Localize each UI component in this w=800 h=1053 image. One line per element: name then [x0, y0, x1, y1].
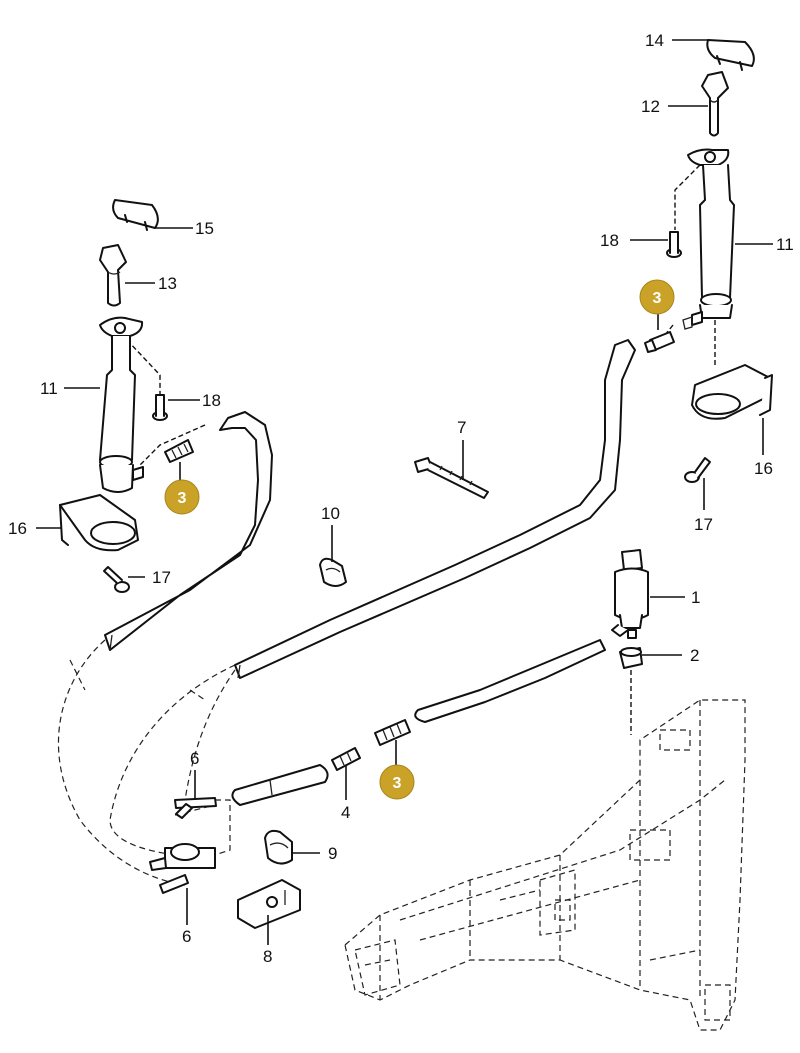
connector-3-left [164, 439, 194, 463]
hose-clip-10 [319, 557, 347, 587]
callout-11-right: 11 [776, 235, 794, 254]
callout-12: 12 [641, 97, 660, 116]
screw-left-17 [103, 566, 130, 593]
callout-17-right: 17 [694, 515, 713, 534]
callout-labels: 14 12 15 13 18 11 11 18 7 16 16 17 17 10… [8, 31, 794, 966]
callout-10: 10 [321, 504, 340, 523]
washer-reservoir-outline [344, 699, 746, 1031]
leader-lines [36, 39, 773, 945]
nozzle-cover-left [112, 199, 159, 231]
pump-grommet [619, 647, 643, 669]
washer-cylinder-right [682, 148, 735, 330]
hose-clip-9 [264, 829, 293, 865]
callout-18-left: 18 [202, 391, 221, 410]
callout-16-right: 16 [754, 459, 773, 478]
callout-8: 8 [263, 947, 272, 966]
badge-3-left: 3 [164, 462, 200, 515]
callout-11-left: 11 [40, 379, 58, 398]
washer-pump [611, 549, 649, 639]
cable-tie [414, 457, 489, 499]
hose-left-loop [104, 411, 273, 651]
callout-1: 1 [691, 588, 700, 607]
callout-2: 2 [690, 646, 699, 665]
badge-3-right: 3 [639, 279, 675, 330]
hose-routing-lines [57, 164, 716, 886]
check-valve [149, 843, 216, 894]
connector-4 [331, 747, 361, 771]
washer-cylinder-left [99, 316, 144, 493]
callout-16-left: 16 [8, 519, 27, 538]
badge-3-left-label: 3 [178, 490, 187, 507]
t-piece-upper [174, 797, 217, 819]
callout-6-top: 6 [190, 749, 199, 768]
callout-18-right: 18 [600, 231, 619, 250]
nozzle-cover-right [706, 39, 755, 71]
connector-3-center [374, 719, 411, 746]
callout-9: 9 [328, 844, 337, 863]
bracket-right [691, 364, 773, 420]
hose-lower [231, 639, 606, 806]
nozzle-head-right [701, 71, 729, 137]
callout-4: 4 [341, 803, 350, 822]
callout-7: 7 [457, 418, 466, 437]
badge-3-center: 3 [379, 740, 415, 800]
mounting-bracket-8 [237, 879, 301, 929]
hose-main-diagonal [234, 339, 636, 679]
callout-15: 15 [195, 219, 214, 238]
callout-6-bottom: 6 [182, 927, 191, 946]
nozzle-head-left [99, 244, 127, 307]
badge-3-right-label: 3 [653, 290, 662, 307]
screw-right-17 [684, 457, 711, 483]
callout-14: 14 [645, 31, 664, 50]
callout-13: 13 [158, 274, 177, 293]
badge-3-center-label: 3 [393, 775, 402, 792]
screw-right-18 [666, 231, 682, 258]
callout-17-left: 17 [152, 568, 171, 587]
bracket-left [59, 494, 139, 552]
screw-left-18 [152, 394, 168, 421]
connector-3-right [644, 331, 675, 353]
